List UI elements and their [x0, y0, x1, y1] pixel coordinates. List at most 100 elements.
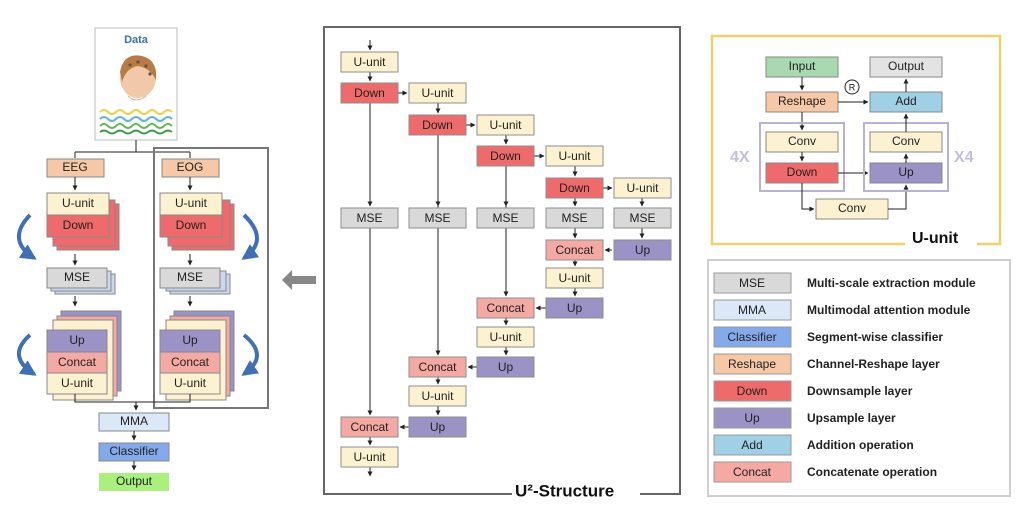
- u2-concat-box-20: [408, 356, 467, 378]
- x-four-label: X4: [954, 149, 974, 166]
- uunit-output-box: [869, 56, 943, 78]
- eeg-decoder-stack: Up Concat U-unit: [46, 310, 122, 401]
- legend-key-1: MMA: [738, 303, 766, 317]
- u2-mse-label-12: MSE: [561, 211, 587, 225]
- eog-mse-stack: MSE: [159, 267, 231, 295]
- u2-mse-box-10: [408, 207, 467, 229]
- eeg-uunit-label: U-unit: [62, 196, 95, 210]
- u2-down-box-7: [545, 177, 604, 199]
- legend-swatch-6: [713, 434, 792, 456]
- u2-uunit-box-16: [545, 267, 604, 289]
- legend-desc-3: Channel-Reshape layer: [807, 357, 940, 371]
- u2-uunit-label-2: U-unit: [421, 86, 454, 100]
- eog-up-label: Up: [182, 333, 198, 347]
- u2-concat-label-17: Concat: [486, 301, 525, 315]
- legend-desc-7: Concatenate operation: [807, 465, 937, 479]
- legend-frame: [707, 259, 1011, 497]
- uunit-conv3-label: Conv: [838, 201, 866, 215]
- eeg-mse-label: MSE: [64, 270, 90, 284]
- eeg-uunit2-label: U-unit: [61, 376, 94, 390]
- u2-up-box-24: [408, 416, 467, 438]
- data-label: Data: [124, 34, 149, 46]
- u2-up-label-21: Up: [498, 360, 514, 374]
- legend-desc-0: Multi-scale extraction module: [807, 276, 976, 290]
- legend-swatch-3: [713, 353, 792, 375]
- mma-label: MMA: [120, 414, 148, 428]
- eog-decoder-stack: Up Concat U-unit: [159, 310, 235, 401]
- uunit-conv2-label: Conv: [892, 134, 920, 148]
- eeg-loop-arrow-icon: [17, 213, 37, 260]
- classifier-label: Classifier: [109, 444, 158, 458]
- u2-uunit-label-25: U-unit: [353, 450, 386, 464]
- eog-encoder-stack: U-unit Down: [159, 192, 235, 251]
- u2-uunit-box-25: [340, 446, 399, 468]
- u2-frame: [323, 26, 681, 495]
- u2-down-label-7: Down: [559, 181, 590, 195]
- legend-key-5: Up: [744, 411, 760, 425]
- uunit-frame: [710, 34, 1002, 246]
- left-panel: Data EEG U: [17, 27, 269, 491]
- eeg-mse-stack: MSE: [46, 267, 116, 295]
- legend-swatch-7: [713, 461, 792, 483]
- legend-desc-4: Downsample layer: [807, 384, 913, 398]
- u2-mse-label-11: MSE: [492, 211, 518, 225]
- u2-uunit-box-22: [408, 385, 467, 407]
- u2-mse-label-9: MSE: [356, 211, 382, 225]
- u2-down-box-1: [340, 82, 399, 104]
- uunit-input-label: Input: [789, 59, 816, 73]
- u2-uunit-label-19: U-unit: [489, 330, 522, 344]
- data-input-figure: Data: [94, 27, 178, 141]
- legend-key-0: MSE: [739, 276, 765, 290]
- eog-loop-arrow-icon: [241, 213, 260, 260]
- u2-uunit-label-4: U-unit: [489, 118, 522, 132]
- u2-uunit-label-6: U-unit: [558, 149, 591, 163]
- uunit-down-label: Down: [787, 165, 818, 179]
- u2-title: U²-Structure: [515, 481, 614, 500]
- output-box: [99, 473, 169, 491]
- u2-mse-box-12: [545, 207, 604, 229]
- u2-uunit-label-0: U-unit: [353, 55, 386, 69]
- u2-uunit-box-4: [476, 114, 535, 136]
- eog-label: EOG: [177, 160, 204, 174]
- u2-concat-box-17: [476, 297, 535, 319]
- legend-key-6: Add: [741, 438, 762, 452]
- eog-uunit-label: U-unit: [175, 196, 208, 210]
- legend-key-3: Reshape: [728, 357, 776, 371]
- eog-down-label: Down: [176, 218, 207, 232]
- legend-key-4: Down: [737, 384, 768, 398]
- uunit-panel: U-unit Input Reshape R Output Add 4X Con…: [710, 34, 1002, 254]
- uunit-reshape-label: Reshape: [778, 94, 826, 108]
- eog-concat-label: Concat: [171, 355, 210, 369]
- split-connector: [74, 140, 191, 158]
- eeg-encoder-stack: U-unit Down: [46, 192, 120, 251]
- u2-concat-box-23: [340, 416, 399, 438]
- u2-mse-label-10: MSE: [424, 211, 450, 225]
- expand-arrow-icon: [282, 270, 316, 290]
- legend-desc-2: Segment-wise classifier: [807, 330, 943, 344]
- residual-icon: [844, 79, 860, 95]
- residual-symbol: R: [849, 82, 856, 92]
- u2-mse-box-9: [340, 207, 399, 229]
- u2-up-label-18: Up: [567, 301, 583, 315]
- uunit-add-label: Add: [895, 94, 916, 108]
- legend-key-2: Classifier: [727, 330, 776, 344]
- eeg-loop-arrow2-icon: [17, 333, 37, 376]
- u2-concat-label-20: Concat: [418, 360, 457, 374]
- u2-mse-label-13: MSE: [629, 211, 655, 225]
- u2-uunit-box-2: [408, 82, 467, 104]
- uunit-conv1-label: Conv: [788, 134, 816, 148]
- u2-uunit-box-0: [340, 51, 399, 73]
- legend-swatch-2: [713, 326, 792, 348]
- u2-concat-label-14: Concat: [555, 243, 594, 257]
- legend-swatch-1: [713, 299, 792, 321]
- u2-down-box-3: [408, 114, 467, 136]
- eeg-down-label: Down: [63, 218, 94, 232]
- u2-mse-box-13: [613, 207, 672, 229]
- u2-up-box-21: [476, 356, 535, 378]
- u2-up-box-15: [613, 239, 672, 261]
- u2-concat-box-14: [545, 239, 604, 261]
- uunit-title: U-unit: [912, 230, 959, 247]
